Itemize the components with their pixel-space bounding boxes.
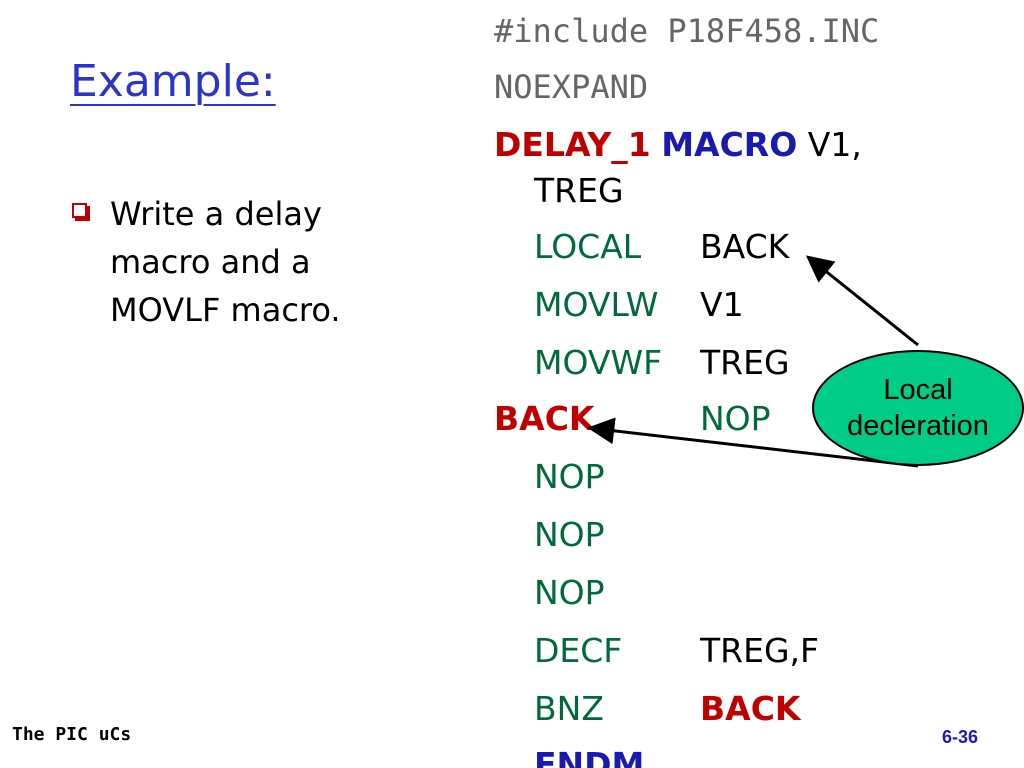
callout-line: Local [883, 374, 953, 406]
instruction-op: NOP [700, 399, 771, 438]
slide-number: 6-36 [941, 727, 978, 747]
macro-args: V1, [807, 125, 862, 164]
code-line-nop: NOP [534, 515, 605, 554]
code-line-decf: DECF TREG,F [534, 626, 819, 676]
instruction-op: MOVWF [534, 343, 663, 382]
branch-target: BACK [700, 689, 801, 728]
instruction-op: MOVLW [534, 285, 659, 324]
instruction-arg: V1 [700, 285, 744, 324]
macro-keyword: MACRO [661, 125, 798, 164]
code-line-include: #include P18F458.INC [494, 12, 880, 50]
bullet-text: Write a delay macro and a MOVLF macro. [110, 195, 341, 329]
instruction-op: LOCAL [534, 227, 642, 266]
code-line-nop: NOP [534, 573, 605, 612]
slide-title: Example: [70, 56, 276, 107]
instruction-arg: TREG [700, 343, 790, 382]
code-line-noexpand: NOEXPAND [494, 68, 649, 106]
code-line-nop: NOP [534, 457, 605, 496]
callout-line: decleration [847, 410, 989, 442]
code-line-bnz: BNZ BACK [534, 684, 800, 734]
label-back: BACK [494, 399, 595, 438]
code-line-movwf: MOVWF TREG [534, 338, 790, 388]
macro-args-continued: TREG [534, 171, 624, 210]
local-declaration-callout: Local decleration [812, 350, 1024, 466]
code-line-local: LOCAL BACK [534, 222, 789, 272]
arrow-to-local-back [805, 255, 919, 347]
code-line-endm: ENDM [534, 745, 645, 768]
instruction-op: BNZ [534, 689, 604, 728]
instruction-op: DECF [534, 631, 623, 670]
footer-course-title: The PIC uCs [12, 724, 132, 745]
instruction-arg: BACK [700, 227, 790, 266]
macro-name: DELAY_1 [494, 125, 651, 164]
code-line-macro: DELAY_1 MACRO V1, [494, 120, 862, 170]
box-bullet-icon [72, 203, 90, 221]
code-line-movlw: MOVLW V1 [534, 280, 744, 330]
instruction-arg: TREG,F [700, 631, 819, 670]
code-line-back-label: BACK NOP [494, 394, 771, 444]
